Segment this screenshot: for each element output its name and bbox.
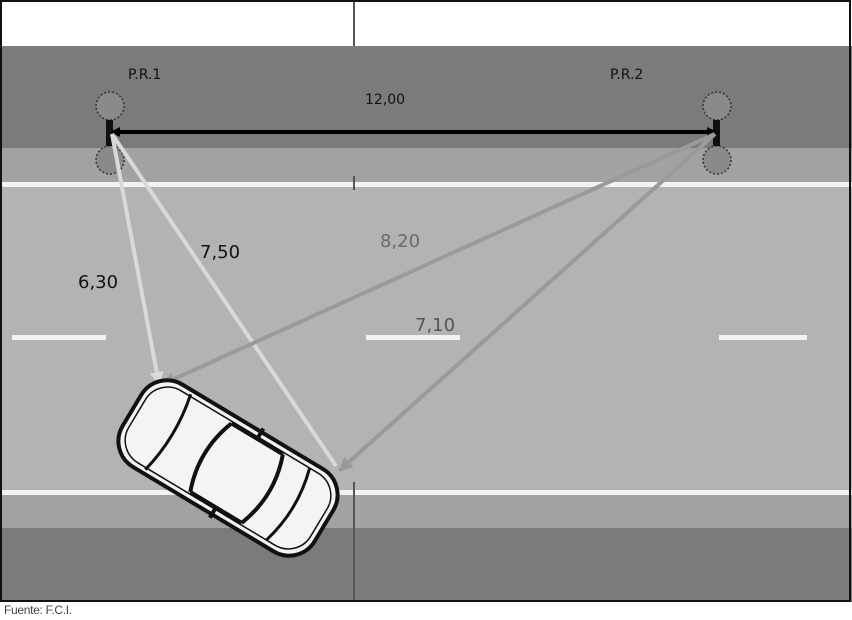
- lane-dash: [12, 335, 106, 340]
- top-area: [0, 0, 852, 46]
- measurement-label-8-20: 8,20: [380, 231, 420, 252]
- measurement-line-7-10: [338, 132, 717, 472]
- measurement-label-6-30: 6,30: [78, 272, 118, 293]
- distance-label-refs: 12,00: [365, 92, 405, 108]
- measurement-label-7-10: 7,10: [415, 315, 455, 336]
- car-icon: [116, 378, 340, 558]
- lane-dash: [366, 335, 460, 340]
- curb-bottom: [0, 495, 852, 528]
- diagram-frame: [0, 0, 851, 602]
- reference-point-label-2: P.R.2: [610, 67, 643, 83]
- road-edge-line-top: [0, 182, 852, 187]
- measurement-line-7-50: [110, 132, 338, 468]
- accident-sketch-diagram: P.R.1 P.R.2 12,00 6,30 7,50 8,20 7,10: [0, 0, 852, 602]
- measurement-label-7-50: 7,50: [200, 242, 240, 263]
- lane-dash: [719, 335, 807, 340]
- figure-source-caption: Fuente: F.C.I.: [4, 603, 72, 617]
- measurement-line-6-30: [110, 133, 164, 386]
- measurement-line-8-20: [161, 132, 716, 386]
- road-edge-line-bottom: [0, 490, 852, 495]
- sidewalk-bottom: [0, 528, 852, 602]
- reference-point-label-1: P.R.1: [128, 67, 161, 83]
